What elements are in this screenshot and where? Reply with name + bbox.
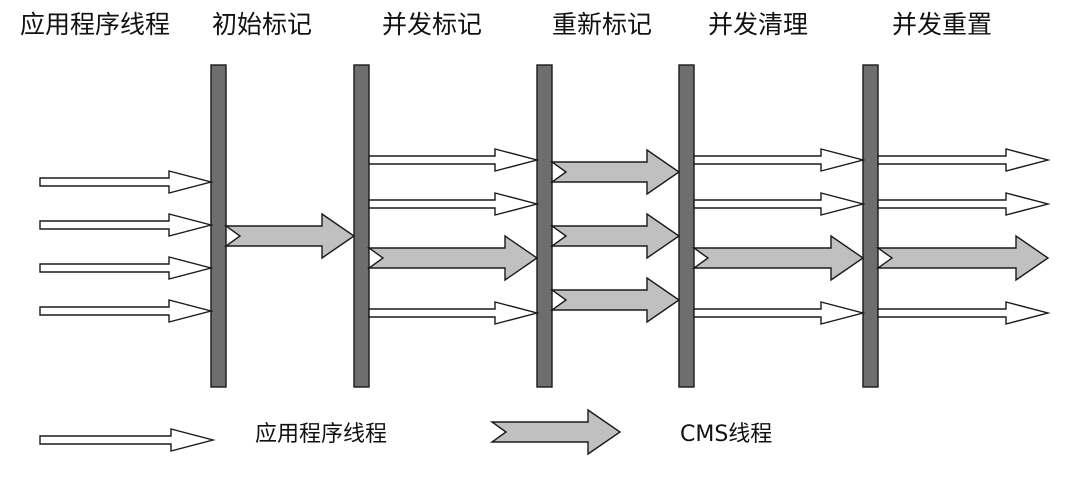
barrier-initial-mark bbox=[210, 64, 227, 388]
app-thread-arrow-phase0-1 bbox=[39, 170, 214, 194]
app-thread-arrow-phase5-3 bbox=[877, 301, 1051, 325]
phase-label-concurrent-reset: 并发重置 bbox=[892, 10, 993, 39]
cms-thread-arrow-remark-3 bbox=[549, 276, 681, 324]
barrier-concurrent-mark bbox=[353, 64, 370, 388]
phase-label-concurrent-mark: 并发标记 bbox=[382, 10, 483, 39]
legend-app-label: 应用程序线程 bbox=[255, 422, 388, 447]
cms-thread-arrow-concurrent-sweep bbox=[691, 234, 865, 282]
phase-label-app-threads: 应用程序线程 bbox=[20, 10, 171, 39]
barrier-concurrent-reset bbox=[862, 64, 879, 388]
phase-label-initial-mark: 初始标记 bbox=[212, 10, 313, 39]
barrier-remark bbox=[536, 64, 553, 388]
app-thread-arrow-phase4-1 bbox=[693, 148, 866, 172]
legend-cms-label: CMS线程 bbox=[680, 422, 773, 447]
legend-cms-arrow bbox=[489, 408, 622, 456]
app-thread-arrow-phase4-3 bbox=[693, 301, 866, 325]
cms-thread-arrow-concurrent-mark bbox=[366, 234, 539, 282]
app-thread-arrow-phase4-2 bbox=[693, 192, 866, 216]
app-thread-arrow-phase2-2 bbox=[368, 192, 540, 216]
app-thread-arrow-phase0-4 bbox=[39, 299, 214, 323]
phase-label-concurrent-sweep: 并发清理 bbox=[708, 10, 809, 39]
cms-thread-arrow-remark-1 bbox=[549, 148, 681, 196]
legend-app-arrow bbox=[39, 428, 216, 452]
app-thread-arrow-phase2-3 bbox=[368, 301, 540, 325]
barrier-concurrent-sweep bbox=[678, 64, 695, 388]
app-thread-arrow-phase0-3 bbox=[39, 256, 214, 280]
app-thread-arrow-phase2-1 bbox=[368, 148, 540, 172]
cms-thread-arrow-initial-mark bbox=[223, 212, 356, 260]
cms-thread-arrow-concurrent-reset bbox=[875, 234, 1050, 282]
phase-label-remark: 重新标记 bbox=[552, 10, 653, 39]
app-thread-arrow-phase5-2 bbox=[877, 192, 1051, 216]
app-thread-arrow-phase0-2 bbox=[39, 213, 214, 237]
app-thread-arrow-phase5-1 bbox=[877, 148, 1051, 172]
cms-thread-arrow-remark-2 bbox=[549, 212, 681, 260]
